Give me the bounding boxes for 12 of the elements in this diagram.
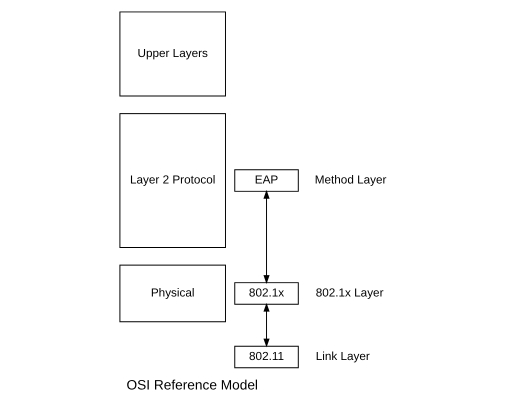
node-box: 802.11 [234, 346, 299, 368]
node-box: Upper Layers [119, 11, 226, 96]
node-label: 802.1x Layer [316, 286, 384, 300]
node-box: Physical [119, 264, 226, 322]
node-box: EAP [234, 169, 299, 192]
node-box: Layer 2 Protocol [119, 113, 226, 248]
arrow [263, 190, 270, 284]
node-label: Link Layer [316, 350, 370, 364]
arrow [263, 302, 270, 348]
node-box: 802.1x [234, 282, 299, 305]
node-label: Method Layer [314, 174, 386, 187]
caption: OSI Reference Model [126, 377, 258, 392]
